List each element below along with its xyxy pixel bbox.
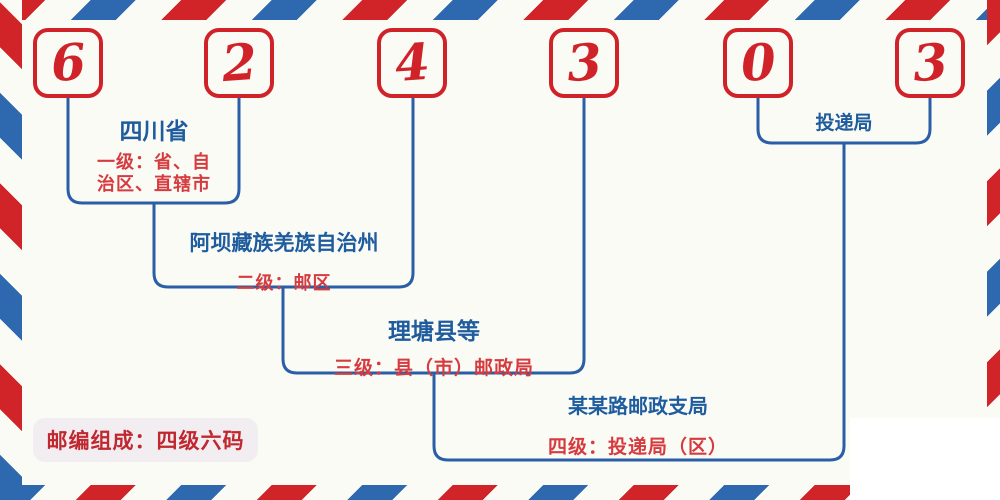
digit-6: 3 (910, 31, 950, 94)
digit-1: 6 (48, 31, 88, 94)
level4-label-group: 某某路邮政支局 四级：投递局（区） (548, 390, 728, 459)
level2-label-group: 阿坝藏族羌族自治州 二级：邮区 (190, 227, 379, 295)
level2-desc: 二级：邮区 (236, 273, 332, 294)
digit-4: 3 (564, 31, 604, 94)
level3-label-group: 理塘县等 三级：县（市）邮政局 (334, 312, 534, 380)
level1-desc-line1: 一级：省、自 (97, 152, 211, 173)
level1-name: 四川省 (119, 119, 189, 144)
level1-label-group: 四川省 一级：省、自 治区、直辖市 (97, 112, 211, 196)
digit-box-1: 6 (33, 28, 103, 98)
level2-name: 阿坝藏族羌族自治州 (189, 231, 379, 255)
delivery-bracket (756, 97, 932, 145)
level1-desc: 一级：省、自 治区、直辖市 (97, 152, 211, 196)
delivery-label-group: 投递局 (815, 108, 872, 135)
composition-badge-label: 邮编组成：四级六码 (46, 429, 245, 453)
digit-box-5: 0 (723, 28, 793, 98)
digit-2: 2 (219, 31, 259, 94)
level1-desc-line2: 治区、直辖市 (97, 174, 211, 195)
composition-badge: 邮编组成：四级六码 (33, 418, 258, 462)
digit-box-2: 2 (204, 28, 274, 98)
airmail-stripe-right (987, 0, 1000, 500)
level4-name: 某某路邮政支局 (567, 396, 708, 418)
airmail-stripe-top (0, 0, 1000, 20)
digit-box-6: 3 (895, 28, 965, 98)
digit-box-3: 4 (377, 28, 447, 98)
digit-box-4: 3 (549, 28, 619, 98)
airmail-stripe-bottom (0, 485, 1000, 500)
airmail-stripe-left (0, 0, 22, 500)
level4-bracket (432, 143, 846, 462)
digit-5: 0 (738, 31, 778, 94)
bottom-right-white-patch (850, 418, 1000, 500)
delivery-name: 投递局 (815, 113, 873, 134)
level3-desc: 三级：县（市）邮政局 (333, 357, 535, 379)
level4-desc: 四级：投递局（区） (547, 436, 729, 458)
digit-3: 4 (392, 31, 432, 94)
level3-name: 理塘县等 (387, 319, 480, 344)
